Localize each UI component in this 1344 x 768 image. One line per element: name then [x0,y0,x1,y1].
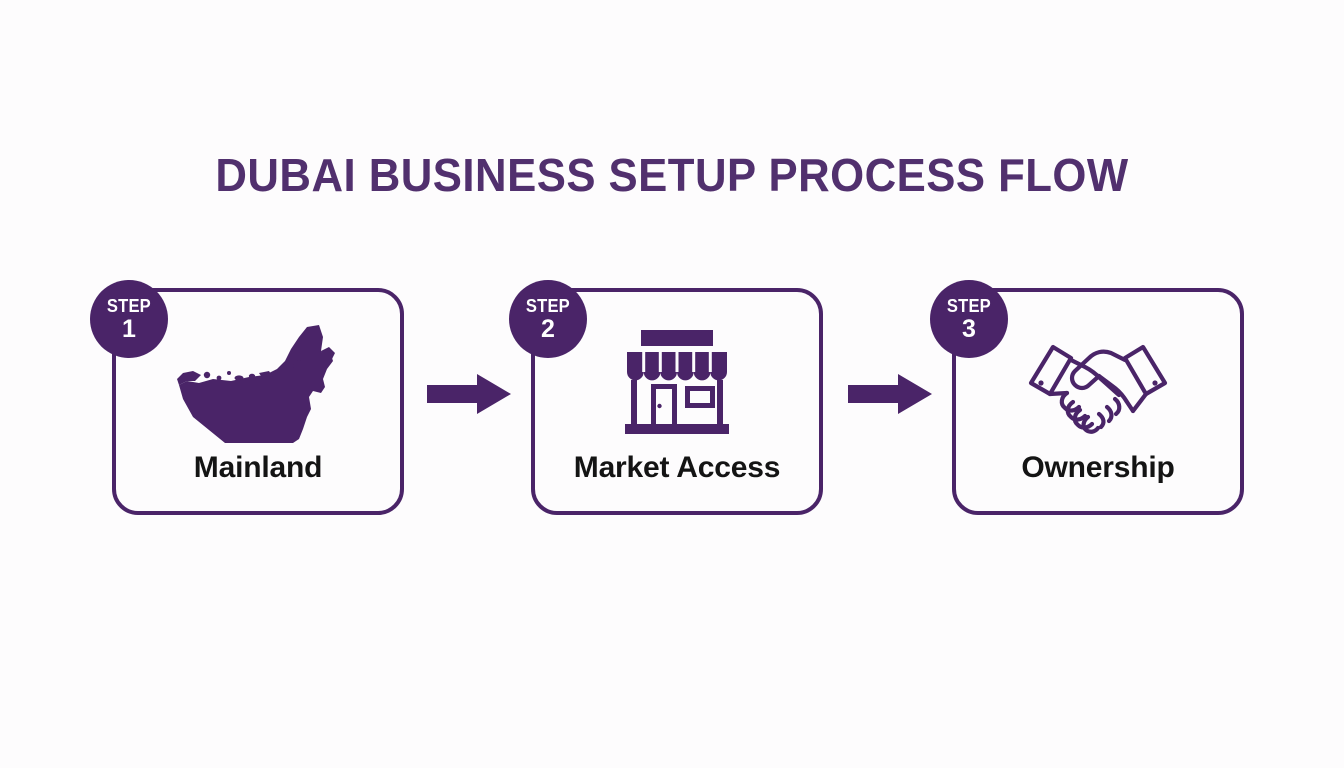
step-badge-number-1: 1 [122,314,136,343]
uae-map-icon [177,325,335,443]
step-icon-slot-3 [956,318,1240,450]
step-icon-slot-1 [116,318,400,450]
page-title: DUBAI BUSINESS SETUP PROCESS FLOW [215,149,1129,201]
step-label-3: Ownership [1021,451,1175,484]
step-label-1: Mainland [193,451,323,484]
step-badge-word-1: STEP [106,295,151,316]
step-badge-word-3: STEP [946,295,991,316]
step-badge-3: STEP 3 [930,280,1008,358]
storefront-icon [625,330,729,434]
step-badge-word-2: STEP [525,295,570,316]
step-card-1[interactable]: STEP 1 [90,280,404,515]
step-card-3[interactable]: STEP 3 [930,280,1244,515]
step-badge-2: STEP 2 [509,280,587,358]
step-badge-number-3: 3 [962,314,976,343]
step-badge-1: STEP 1 [90,280,168,358]
handshake-icon [1028,344,1168,434]
connector-arrow-2 [848,374,932,414]
arrow-right-icon [848,374,932,414]
step-card-2[interactable]: STEP 2 [509,280,823,515]
arrow-right-icon [427,374,511,414]
step-icon-slot-2 [535,318,819,450]
connector-arrow-1 [427,374,511,414]
step-label-2: Market Access [573,451,781,484]
step-badge-number-2: 2 [541,314,555,343]
process-flow: STEP 1 [0,280,1344,520]
